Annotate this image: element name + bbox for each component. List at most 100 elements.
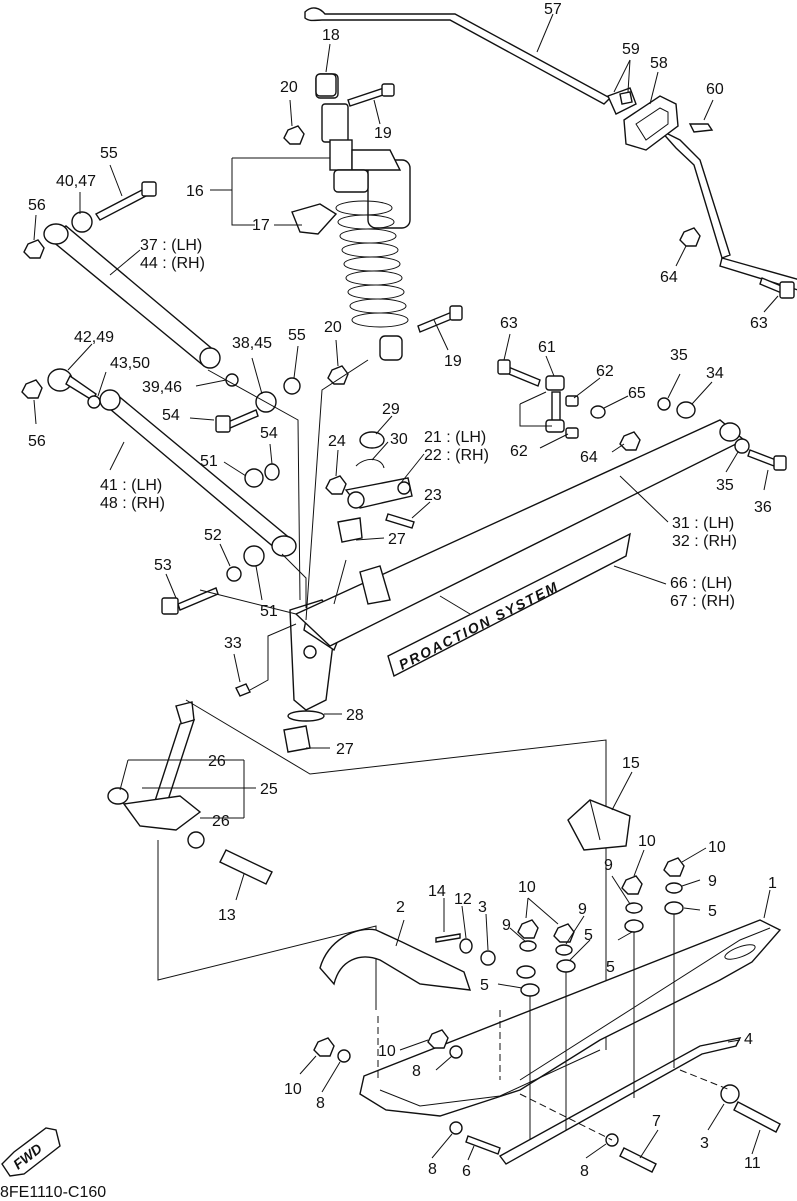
collar-18: [315, 73, 337, 97]
callout-54-right: 54: [260, 425, 278, 442]
callout-30: 30: [390, 431, 408, 448]
callout-24: 24: [328, 433, 346, 450]
ski-column: [107, 701, 205, 849]
callout-37: 37 : (LH): [140, 237, 202, 254]
oring-28: [287, 710, 325, 722]
bushing-51-top: [244, 468, 264, 488]
callout-3-bottom: 3: [700, 1135, 709, 1152]
nut-56-top: [23, 239, 45, 259]
callout-5-c: 5: [606, 959, 615, 976]
collar-55: [283, 377, 301, 395]
callout-43-50: 43,50: [110, 355, 150, 372]
bolt-23: [385, 513, 415, 529]
nut-24: [325, 475, 347, 495]
callout-51-top: 51: [200, 453, 218, 470]
callout-56-bottom: 56: [28, 433, 46, 450]
callout-26-top: 26: [208, 753, 226, 770]
bushing-27-top: [337, 517, 363, 543]
ski-leader-lines: [299, 847, 761, 1161]
callout-58: 58: [650, 55, 668, 72]
callout-60: 60: [706, 81, 724, 98]
bushing-54: [264, 463, 280, 481]
callout-54-left: 54: [162, 407, 180, 424]
callout-62-bottom: 62: [510, 443, 528, 460]
callout-35-top: 35: [670, 347, 688, 364]
lower-arm: [99, 389, 297, 557]
callout-35-bottom: 35: [716, 477, 734, 494]
callout-14: 14: [428, 883, 446, 900]
callout-7: 7: [652, 1113, 661, 1130]
bolt-54: [215, 409, 259, 433]
callout-26-bottom: 26: [212, 813, 230, 830]
screw-60: [688, 123, 714, 133]
callout-65: 65: [628, 385, 646, 402]
callout-64-bottom: 64: [580, 449, 598, 466]
callout-8-c: 8: [428, 1161, 437, 1178]
bolt-53: [161, 587, 219, 615]
callout-66: 66 : (LH): [670, 575, 732, 592]
callout-23: 23: [424, 487, 442, 504]
fwd-arrow-icon: FWD: [1, 1127, 61, 1177]
nut-56-bottom: [21, 379, 43, 399]
upper-arm: [43, 223, 221, 369]
callout-41: 41 : (LH): [100, 477, 162, 494]
callout-20-bottom: 20: [324, 319, 342, 336]
nut-20-bottom: [327, 365, 349, 385]
collar-40-47: [71, 211, 93, 233]
callout-16: 16: [186, 183, 204, 200]
callout-15: 15: [622, 755, 640, 772]
callout-10-b: 10: [708, 839, 726, 856]
callout-22: 22 : (RH): [424, 447, 489, 464]
callout-4: 4: [744, 1031, 753, 1048]
trailing-arm: [294, 419, 746, 647]
nut-64-lower: [619, 431, 641, 451]
bolt-19-top: [347, 83, 395, 107]
figure-code: 8FE1110-C160: [0, 1184, 106, 1201]
callout-34: 34: [706, 365, 724, 382]
callout-2: 2: [396, 899, 405, 916]
callout-53: 53: [154, 557, 172, 574]
callout-5-d: 5: [480, 977, 489, 994]
nut-20-top: [283, 125, 305, 145]
callout-10-a: 10: [638, 833, 656, 850]
callout-40-47: 40,47: [56, 173, 96, 190]
bolt-63-right: [759, 277, 795, 299]
callout-55-top: 55: [100, 145, 118, 162]
callout-39-46: 39,46: [142, 379, 182, 396]
ski-hardware: [313, 857, 781, 1173]
callout-1: 1: [768, 875, 777, 892]
runner: [498, 1037, 742, 1165]
callout-42-49: 42,49: [74, 329, 114, 346]
callout-51-bottom: 51: [260, 603, 278, 620]
bolt-36: [747, 449, 787, 471]
callout-8-d: 8: [580, 1163, 589, 1180]
callout-59: 59: [622, 41, 640, 58]
callout-48: 48 : (RH): [100, 495, 165, 512]
callout-5-a: 5: [708, 903, 717, 920]
callout-31: 31 : (LH): [672, 515, 734, 532]
ski-handle: [319, 928, 472, 991]
callout-52: 52: [204, 527, 222, 544]
rod-end-42-49: [47, 368, 97, 401]
callout-9-b: 9: [708, 873, 717, 890]
nut-64-upper: [679, 227, 701, 247]
stabilizer-bar: [304, 7, 797, 291]
grease-nipple: [235, 683, 251, 697]
clip-30: [355, 459, 385, 469]
callout-28: 28: [346, 707, 364, 724]
callout-6: 6: [462, 1163, 471, 1180]
assembly-guide-lines: [157, 359, 607, 1050]
callout-3-top: 3: [478, 899, 487, 916]
stabilizer-holder: [623, 95, 679, 151]
callout-10-d: 10: [378, 1043, 396, 1060]
bolt-55-top: [94, 181, 157, 221]
callout-63-left: 63: [500, 315, 518, 332]
callout-9-c: 9: [578, 901, 587, 918]
callout-18: 18: [322, 27, 340, 44]
callout-32: 32 : (RH): [672, 533, 737, 550]
callout-27-top: 27: [388, 531, 406, 548]
cap-29: [359, 431, 385, 449]
nut-43-50: [87, 395, 101, 409]
callout-64-top: 64: [660, 269, 678, 286]
